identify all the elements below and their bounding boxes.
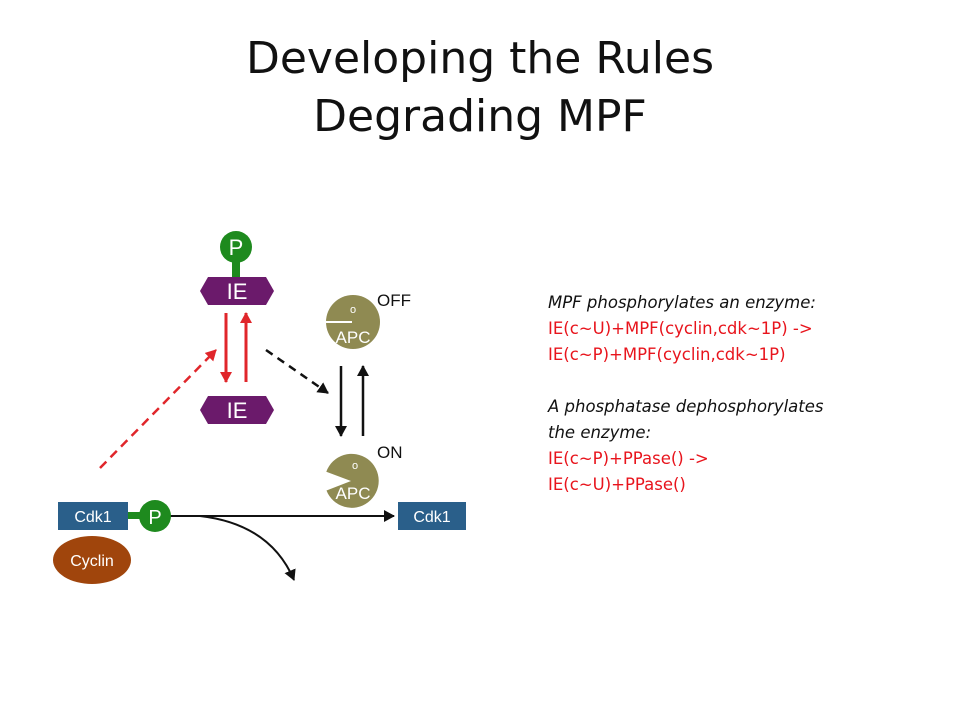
rule2-description-line1: A phosphatase dephosphorylates [548, 397, 824, 416]
rule1-line1: IE(c~U)+MPF(cyclin,cdk~1P) -> [548, 319, 813, 338]
cyclin-ellipse [53, 536, 131, 584]
ie-unphosphorylated: IE [200, 396, 274, 424]
ie-top-shape [200, 277, 274, 305]
title-line-1: Developing the Rules [245, 33, 715, 84]
apc-off: o APC OFF [326, 291, 411, 349]
phosphate-circle [220, 231, 252, 263]
cdk1-phosphate-link [128, 512, 142, 519]
rule2-line2: IE(c~U)+PPase() [548, 475, 686, 494]
apc-off-label: APC [336, 328, 371, 347]
apc-on-label: APC [336, 484, 371, 503]
mpf-activates-ie-arrow [99, 349, 217, 469]
ie-bottom-shape [200, 396, 274, 424]
cyclin-degradation-arrow [199, 515, 296, 581]
rule2-description-line2: the enzyme: [548, 423, 652, 442]
rule-spacer [548, 368, 928, 394]
cdk1-left-label: Cdk1 [74, 509, 111, 526]
mpf-complex: Cdk1 P Cyclin [53, 500, 171, 584]
ie-top-label: IE [227, 279, 248, 304]
rules-text: MPF phosphorylates an enzyme: IE(c~U)+MP… [548, 290, 928, 498]
rule1-line2: IE(c~P)+MPF(cyclin,cdk~1P) [548, 345, 786, 364]
cdk1-phosphate-label: P [148, 507, 161, 529]
cdk1-right-label: Cdk1 [413, 509, 450, 526]
apc-on-dot: o [352, 460, 358, 472]
cdk1-left-box [58, 502, 128, 530]
apc-on-state-label: ON [377, 443, 403, 462]
apc-on-circle [326, 453, 379, 508]
rule2-line1: IE(c~P)+PPase() -> [548, 449, 709, 468]
phosphate-label: P [229, 235, 244, 260]
ie-phosphorylated: IE [200, 277, 274, 305]
apc-off-state-label: OFF [377, 291, 411, 310]
cdk1-phosphate-circle [139, 500, 171, 532]
apc-off-circle [326, 295, 380, 349]
slide-title: Developing the Rules Degrading MPF [0, 30, 960, 146]
phosphate-link [232, 262, 240, 278]
apc-on: o APC ON [326, 443, 403, 508]
cdk1-right-box [398, 502, 466, 530]
title-line-2: Degrading MPF [313, 91, 647, 142]
cyclin-label: Cyclin [70, 553, 114, 570]
rule1-description: MPF phosphorylates an enzyme: [548, 293, 816, 312]
ie-bottom-label: IE [227, 398, 248, 423]
ie-phosphate-group: P [220, 231, 252, 278]
ie-activates-apc-arrow [265, 348, 329, 395]
apc-off-dot: o [350, 304, 356, 316]
cdk1-free: Cdk1 [398, 502, 466, 530]
